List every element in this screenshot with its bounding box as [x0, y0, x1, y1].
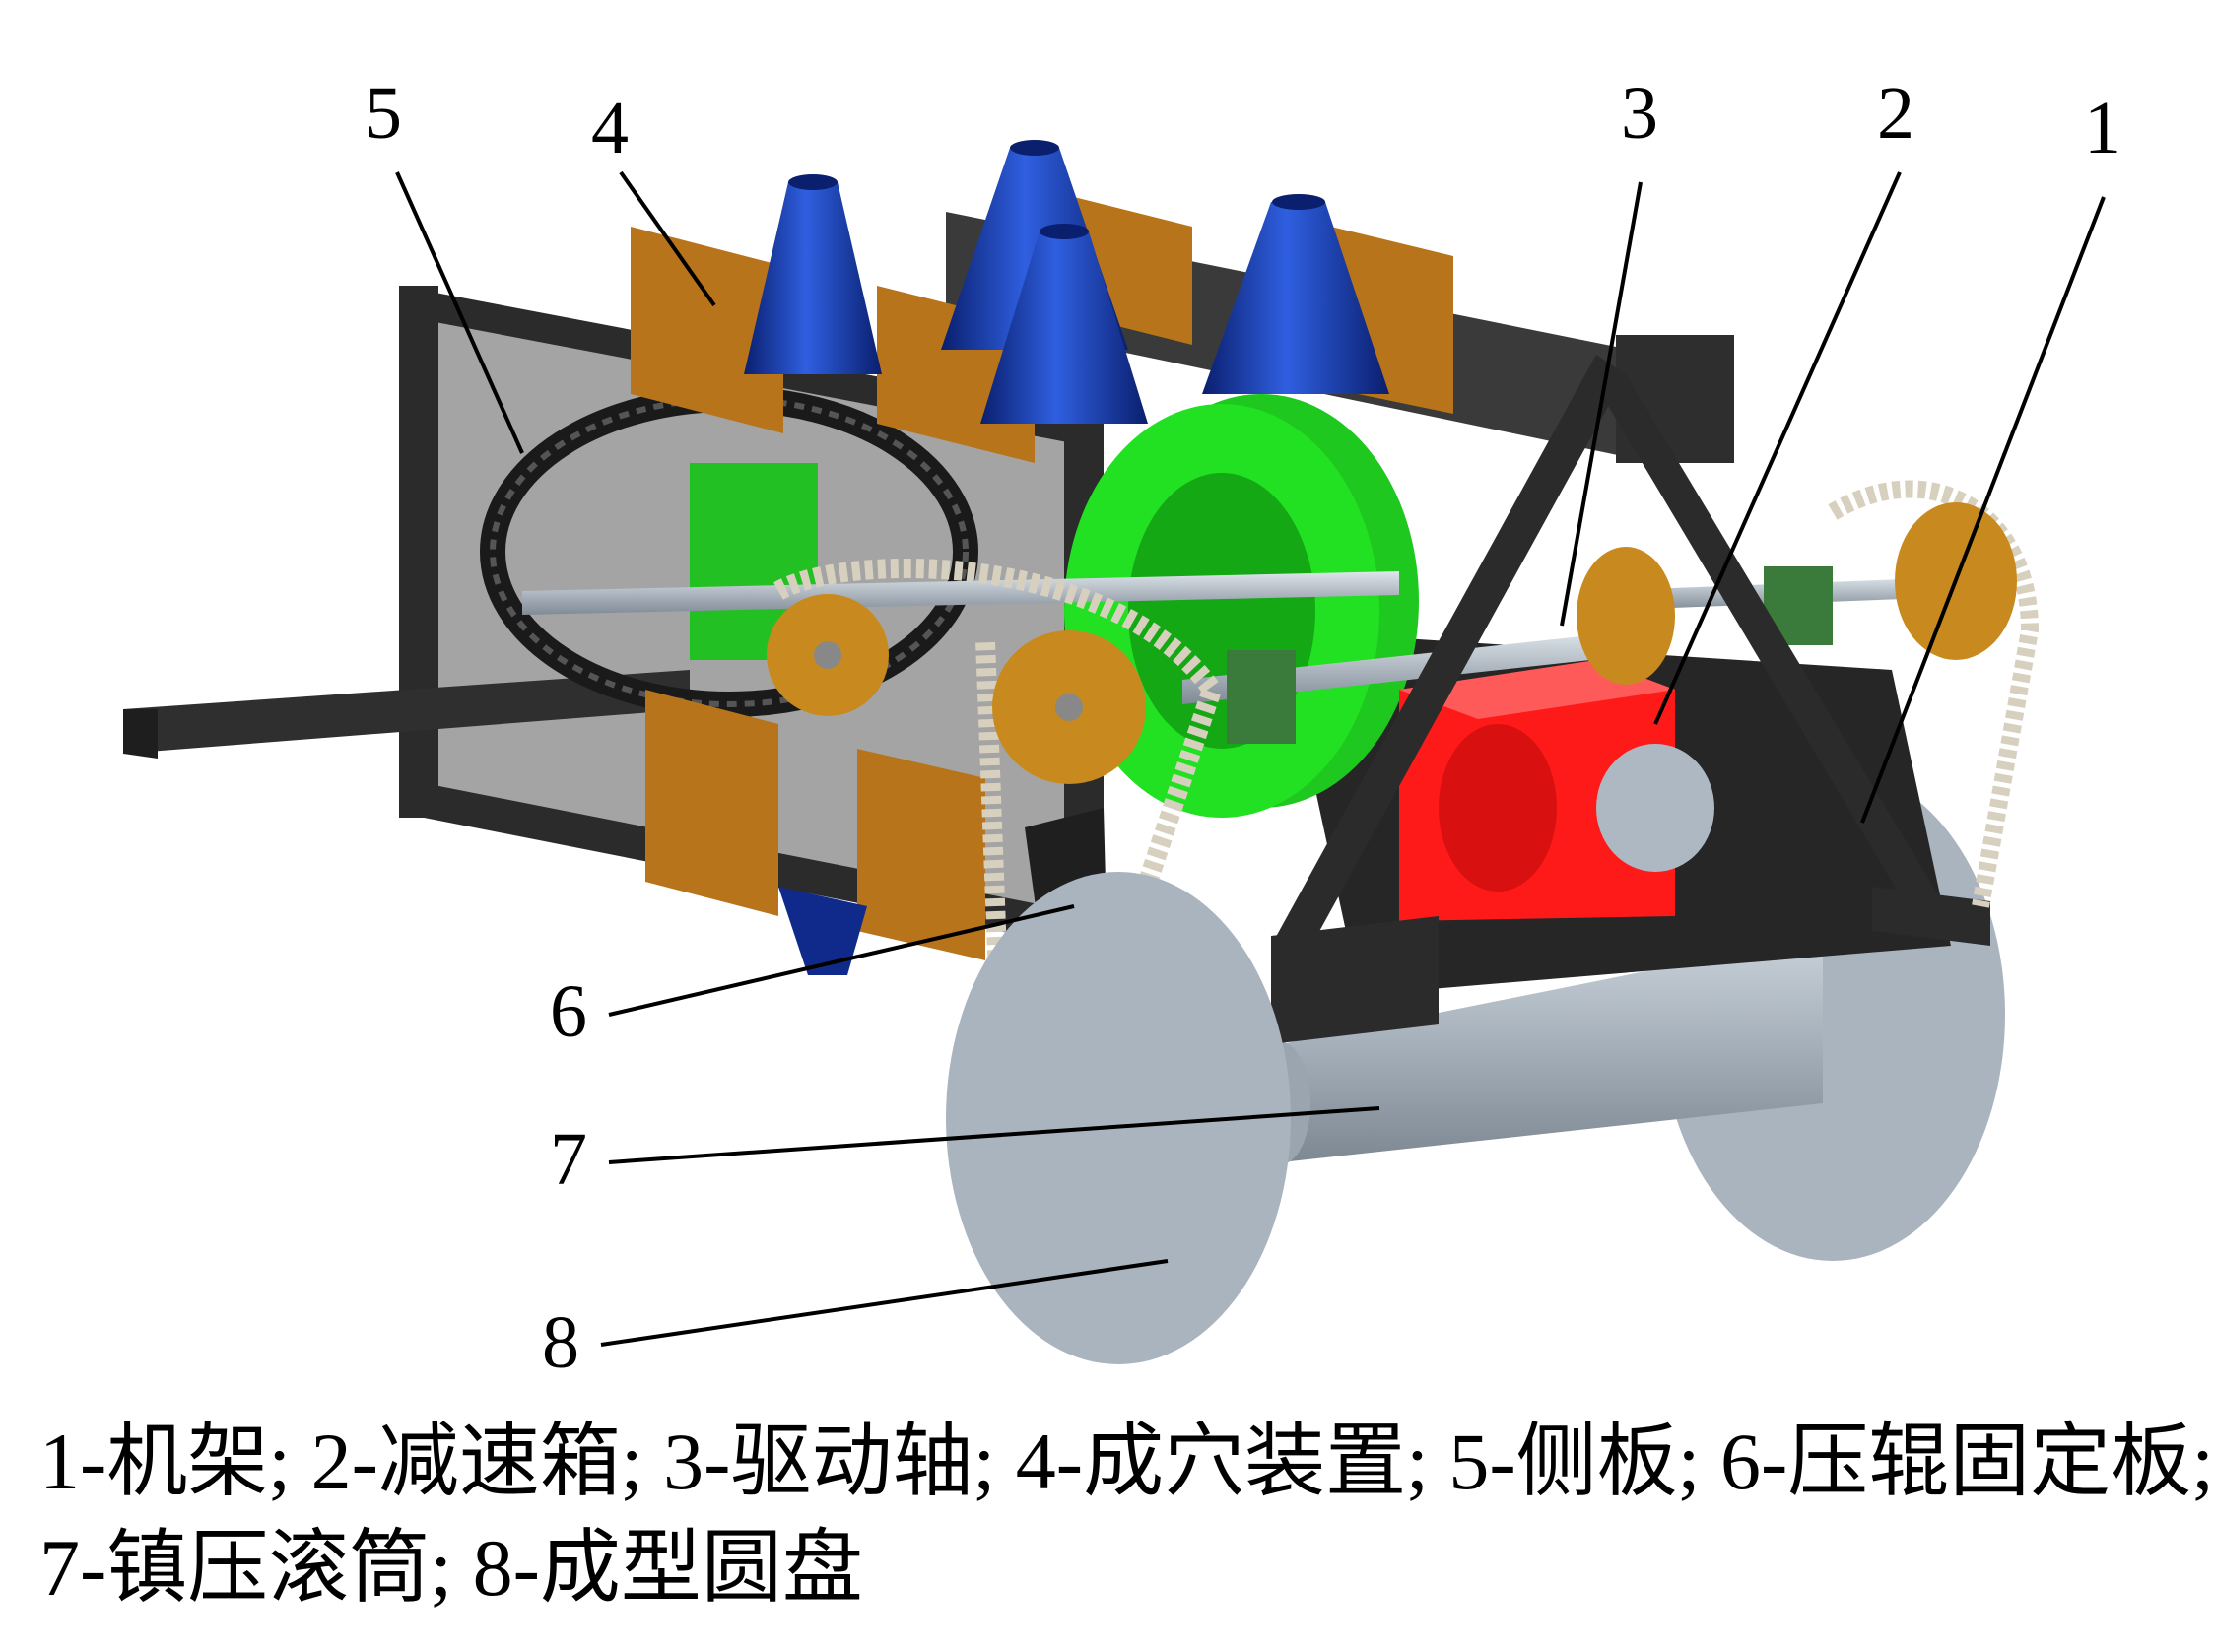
callout-4: 4: [591, 87, 629, 169]
machine-assembly-diagram: 5 4 3 2 1 6 7 8: [123, 72, 2121, 1384]
callout-1: 1: [2084, 87, 2121, 169]
hole-forming-cones: [744, 140, 1389, 975]
machine-frame: [1271, 355, 1990, 1044]
callout-3: 3: [1621, 72, 1658, 155]
callout-8: 8: [542, 1301, 579, 1384]
callout-labels: 5 4 3 2 1 6 7 8: [365, 72, 2121, 1384]
callout-6: 6: [550, 970, 587, 1053]
leader-lines: [395, 170, 2106, 1347]
caption-line-2: 7-镇压滚筒; 8-成型圆盘: [39, 1523, 863, 1613]
callout-5: 5: [365, 72, 402, 155]
bearing-blocks: [1227, 566, 1833, 744]
hitch-frame: [123, 670, 690, 759]
forming-disc-front: [946, 872, 1291, 1364]
callout-2: 2: [1877, 72, 1914, 155]
figure-caption: 1-机架; 2-减速箱; 3-驱动轴; 4-成穴装置; 5-侧板; 6-压辊固定…: [39, 1409, 2214, 1621]
reducer-gearbox: [1399, 660, 1714, 921]
caption-line-1: 1-机架; 2-减速箱; 3-驱动轴; 4-成穴装置; 5-侧板; 6-压辊固定…: [39, 1417, 2214, 1506]
callout-7: 7: [550, 1118, 587, 1201]
